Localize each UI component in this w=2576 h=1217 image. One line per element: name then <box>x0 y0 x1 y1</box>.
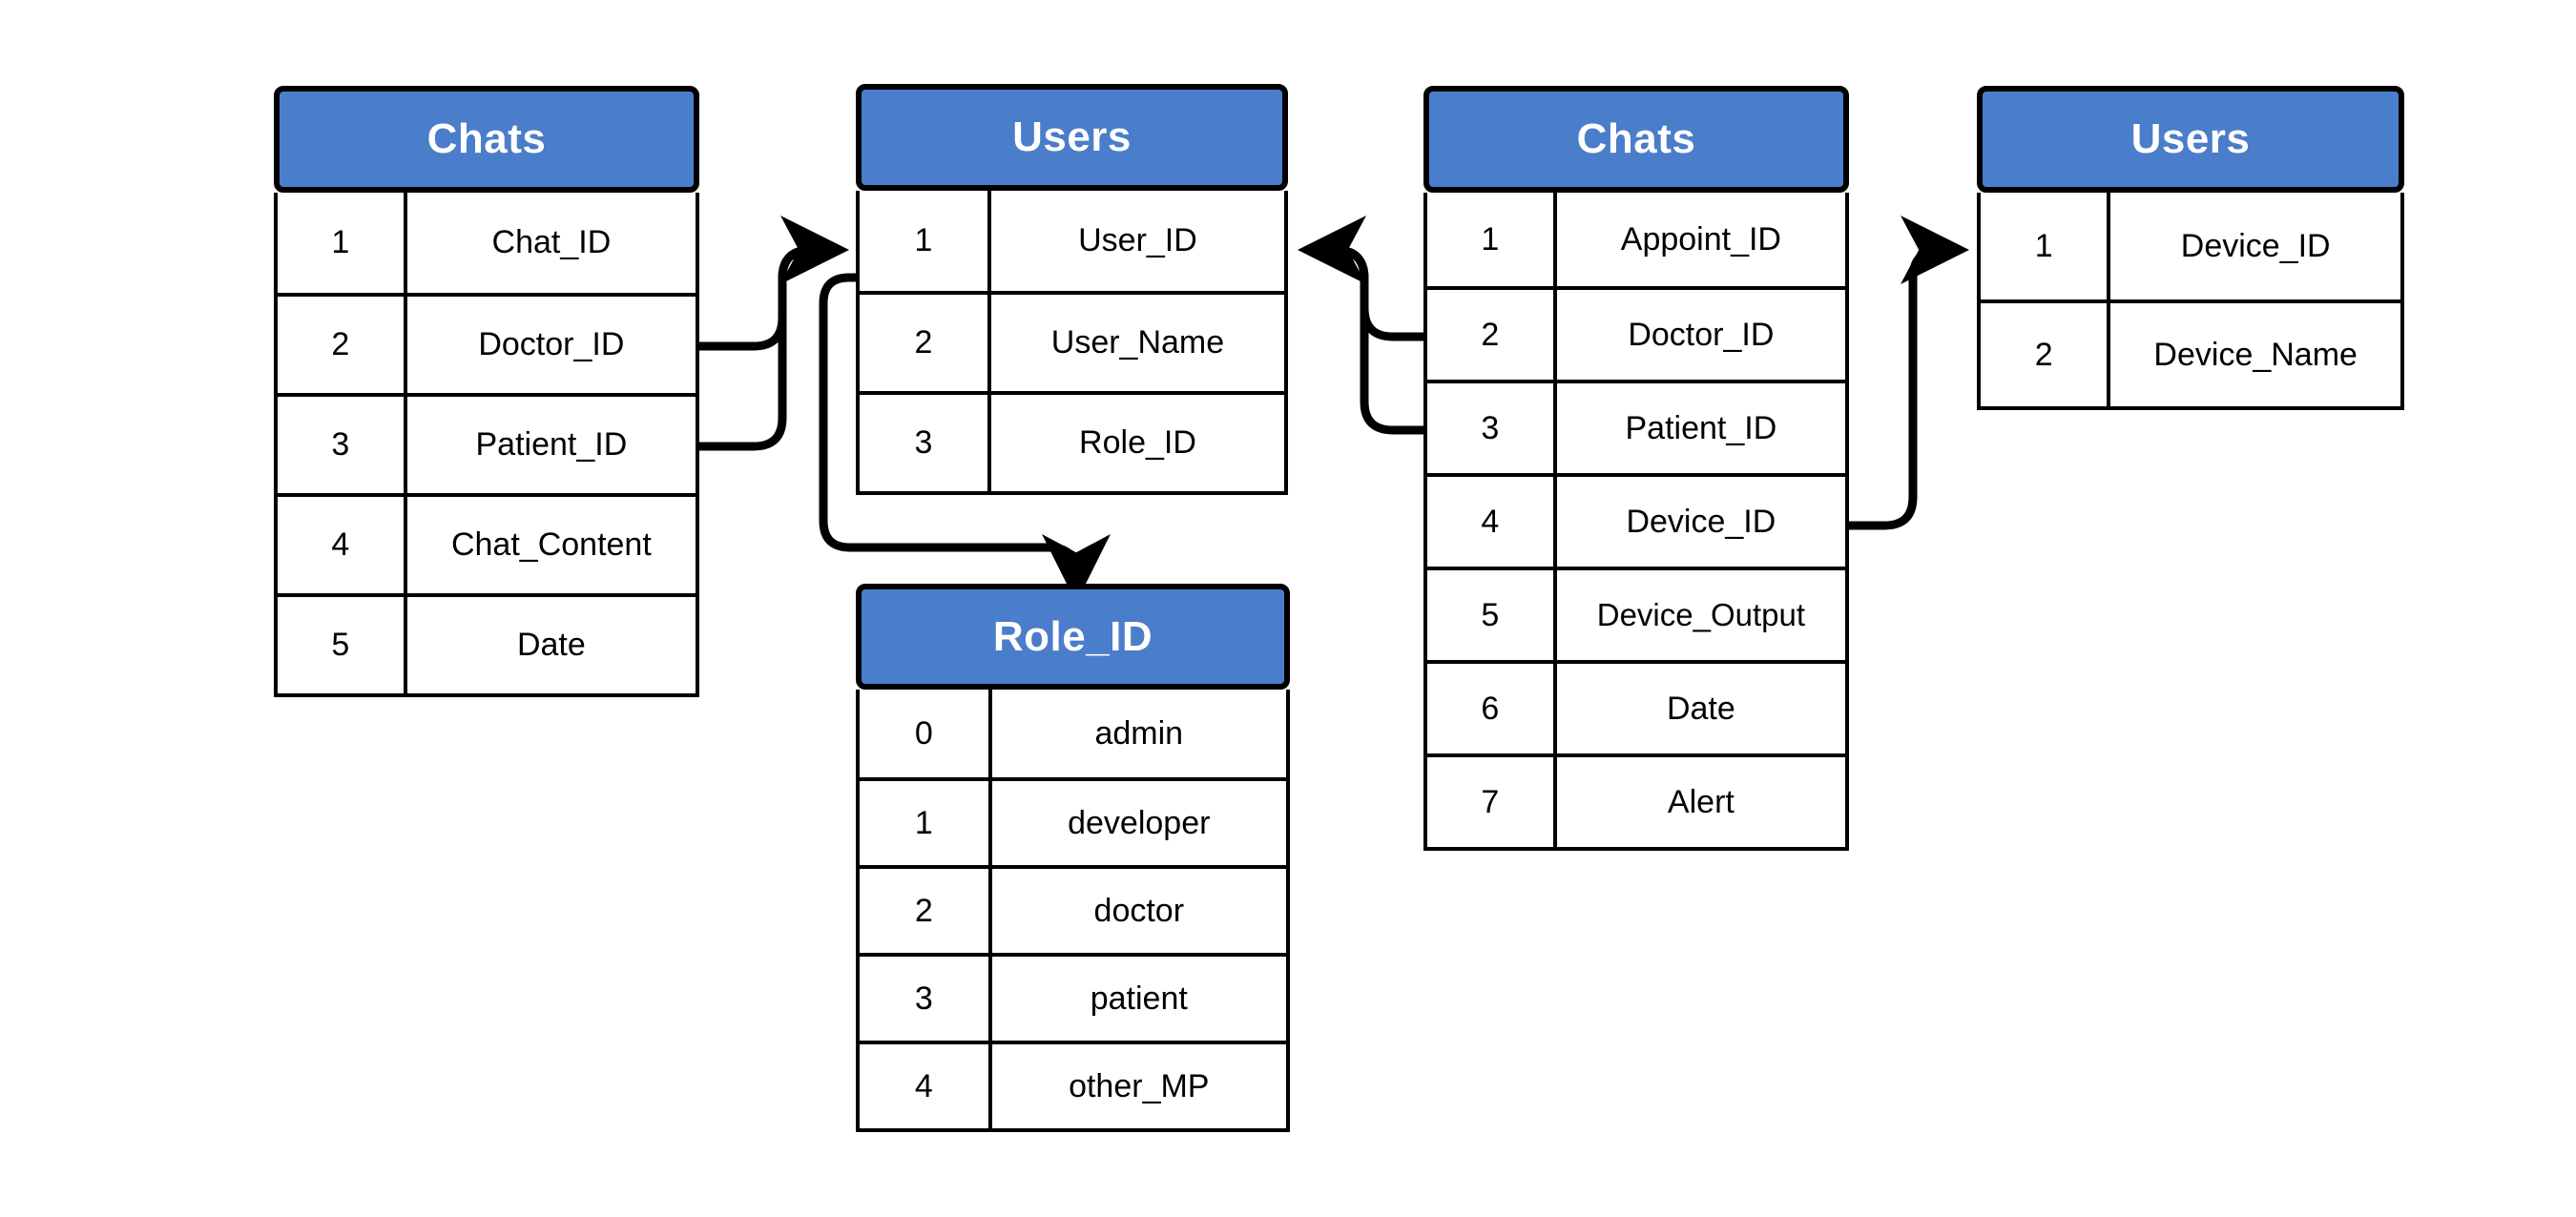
table-row[interactable]: 5 Device_Output <box>1427 567 1845 660</box>
entity-field-list-chats-left: 1 Chat_ID 2 Doctor_ID 3 Patient_ID 4 Cha… <box>274 193 699 697</box>
field-name: Role_ID <box>1079 424 1196 461</box>
entity-role-id[interactable]: Role_ID 0 admin 1 developer 2 doctor 3 p… <box>856 584 1290 1132</box>
field-index: 2 <box>1981 303 2111 406</box>
table-row[interactable]: 1 Chat_ID <box>278 193 696 293</box>
table-row[interactable]: 1 Appoint_ID <box>1427 193 1845 286</box>
entity-field-list-users-center: 1 User_ID 2 User_Name 3 Role_ID <box>856 191 1288 495</box>
field-index: 2 <box>860 869 992 953</box>
field-name: patient <box>1090 980 1188 1017</box>
entity-title-users-center: Users <box>856 84 1288 191</box>
table-row[interactable]: 2 Device_Name <box>1981 299 2400 406</box>
table-row[interactable]: 2 Doctor_ID <box>1427 286 1845 380</box>
field-name: Chat_ID <box>491 224 612 260</box>
entity-title-users-right: Users <box>1977 86 2404 193</box>
field-name: admin <box>1094 714 1184 752</box>
table-row[interactable]: 3 Patient_ID <box>278 393 696 493</box>
field-index: 4 <box>278 497 407 593</box>
table-row[interactable]: 1 User_ID <box>860 191 1284 291</box>
field-name: Date <box>1666 690 1735 727</box>
field-name: Date <box>516 627 586 663</box>
entity-users-right[interactable]: Users 1 Device_ID 2 Device_Name <box>1977 86 2404 410</box>
field-index: 7 <box>1427 757 1557 847</box>
field-index: 1 <box>278 193 407 293</box>
field-name: User_Name <box>1050 324 1225 361</box>
table-row[interactable]: 6 Date <box>1427 660 1845 753</box>
table-row[interactable]: 4 Device_ID <box>1427 473 1845 567</box>
field-name: User_ID <box>1078 222 1197 258</box>
entity-chats-right[interactable]: Chats 1 Appoint_ID 2 Doctor_ID 3 Patient… <box>1423 86 1849 851</box>
field-index: 3 <box>860 957 992 1041</box>
field-index: 1 <box>860 191 991 291</box>
field-name: Alert <box>1667 783 1735 820</box>
field-index: 2 <box>860 295 991 391</box>
table-row[interactable]: 5 Date <box>278 593 696 693</box>
field-name: Device_Name <box>2153 336 2358 373</box>
connector-chats-patient-to-users <box>699 245 838 451</box>
field-name: Chat_Content <box>450 526 652 563</box>
field-index: 2 <box>1427 290 1557 380</box>
field-index: 6 <box>1427 664 1557 753</box>
field-name: Device_Output <box>1596 597 1806 632</box>
entity-title-role-id: Role_ID <box>856 584 1290 690</box>
connector-chatsright-patient-to-users <box>1309 245 1423 435</box>
entity-chats-left[interactable]: Chats 1 Chat_ID 2 Doctor_ID 3 Patient_ID… <box>274 86 699 697</box>
entity-title-chats-left: Chats <box>274 86 699 193</box>
table-row[interactable]: 1 developer <box>860 777 1286 865</box>
table-row[interactable]: 3 Role_ID <box>860 391 1284 491</box>
entity-field-list-chats-right: 1 Appoint_ID 2 Doctor_ID 3 Patient_ID 4 … <box>1423 193 1849 851</box>
field-index: 5 <box>278 597 407 693</box>
entity-field-list-users-right: 1 Device_ID 2 Device_Name <box>1977 193 2404 410</box>
table-row[interactable]: 2 User_Name <box>860 291 1284 391</box>
field-index: 3 <box>1427 383 1557 473</box>
field-name: Doctor_ID <box>1628 316 1775 353</box>
table-row[interactable]: 2 Doctor_ID <box>278 293 696 393</box>
field-index: 5 <box>1427 570 1557 660</box>
table-row[interactable]: 2 doctor <box>860 865 1286 953</box>
field-name: Doctor_ID <box>478 326 625 362</box>
field-name: Patient_ID <box>1625 409 1777 446</box>
field-index: 1 <box>1981 193 2111 299</box>
table-row[interactable]: 3 patient <box>860 953 1286 1041</box>
field-name: developer <box>1068 804 1211 841</box>
field-name: Patient_ID <box>475 426 628 463</box>
field-index: 3 <box>860 395 991 491</box>
table-row[interactable]: 4 Chat_Content <box>278 493 696 593</box>
field-index: 1 <box>1427 193 1557 286</box>
field-index: 0 <box>860 690 992 777</box>
field-index: 4 <box>1427 477 1557 567</box>
field-index: 1 <box>860 781 992 865</box>
table-row[interactable]: 0 admin <box>860 690 1286 777</box>
table-row[interactable]: 3 Patient_ID <box>1427 380 1845 473</box>
connector-chatsright-doctor-to-users <box>1298 216 1423 341</box>
table-row[interactable]: 4 other_MP <box>860 1041 1286 1128</box>
field-name: doctor <box>1093 892 1185 929</box>
field-index: 3 <box>278 397 407 493</box>
entity-users-center[interactable]: Users 1 User_ID 2 User_Name 3 Role_ID <box>856 84 1288 495</box>
field-name: other_MP <box>1069 1067 1210 1104</box>
connector-chatsright-device-to-usersright <box>1849 216 1969 530</box>
field-name: Device_ID <box>1626 503 1776 540</box>
field-name: Appoint_ID <box>1620 220 1781 258</box>
field-index: 2 <box>278 297 407 393</box>
entity-title-chats-right: Chats <box>1423 86 1849 193</box>
connector-chats-doctor-to-users <box>699 216 849 351</box>
field-name: Device_ID <box>2180 227 2331 264</box>
field-index: 4 <box>860 1044 992 1128</box>
entity-field-list-role-id: 0 admin 1 developer 2 doctor 3 patient 4… <box>856 690 1290 1132</box>
table-row[interactable]: 7 Alert <box>1427 753 1845 847</box>
table-row[interactable]: 1 Device_ID <box>1981 193 2400 299</box>
